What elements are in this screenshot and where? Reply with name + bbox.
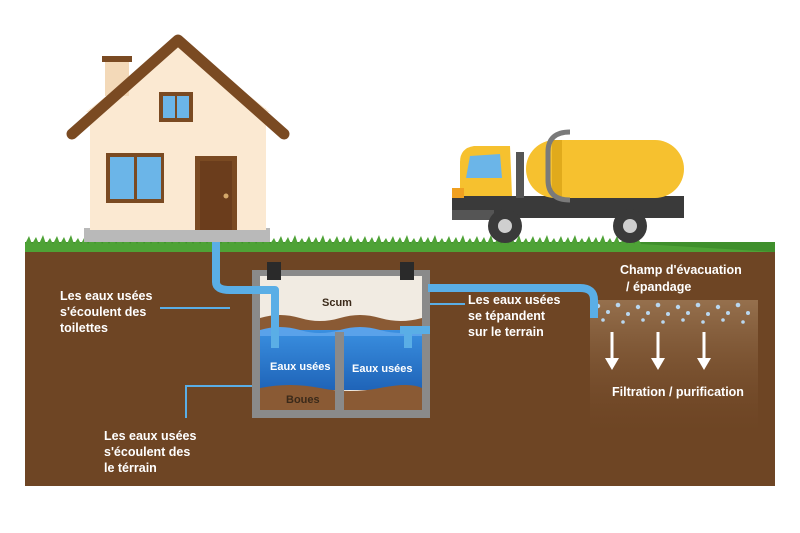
truck-wheel-rear	[613, 209, 647, 243]
outlet-pipe-stub	[400, 326, 430, 334]
truck-icon	[452, 129, 684, 243]
label-sludge: Boues	[286, 394, 320, 406]
pointer-lines	[160, 303, 465, 418]
label-filtration: Filtration / purification	[612, 385, 744, 399]
label-drain-field: Champ d'évacuation / épandage	[620, 263, 745, 294]
truck-wheel-front	[488, 209, 522, 243]
label-spread: Les eaux usées se tépandent sur le terra…	[468, 293, 564, 339]
label-wastewater-right: Eaux usées	[352, 363, 413, 375]
house-icon	[66, 34, 290, 242]
label-ground-flow: Les eaux usées s'écoulent des le térrain	[104, 429, 200, 475]
down-arrow-icon	[605, 332, 711, 370]
label-scum: Scum	[322, 297, 352, 309]
pipe-house-to-tank	[212, 242, 279, 348]
label-wastewater-left: Eaux usées	[270, 361, 331, 373]
septic-tank	[252, 262, 430, 418]
label-toilets: Les eaux usées s'écoulent des toilettes	[60, 289, 156, 335]
drain-field	[590, 300, 758, 432]
